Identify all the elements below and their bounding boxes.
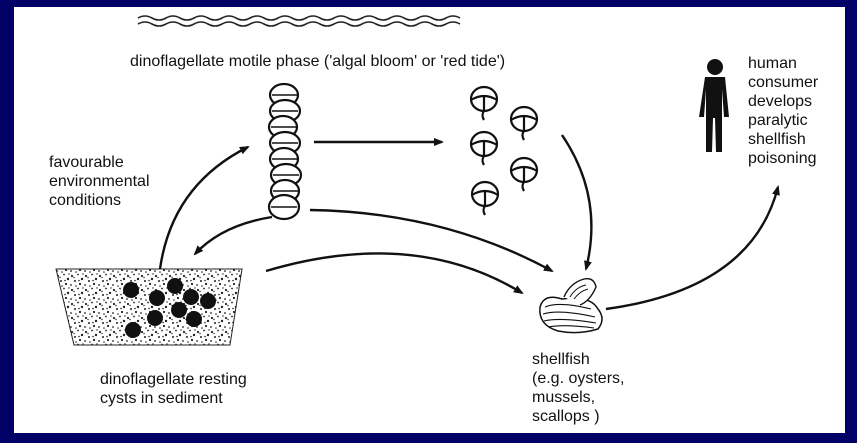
conditions-label: favourable environmental conditions <box>49 153 150 210</box>
arrow-chain-to-shellfish <box>310 210 552 271</box>
human-poisoning-label: human consumer develops paralytic shellf… <box>748 54 818 168</box>
dinoflagellate-cell-icon <box>511 107 537 140</box>
diagram-panel: dinoflagellate motile phase ('algal bloo… <box>14 7 845 433</box>
dinoflagellate-cell-icon <box>471 87 497 120</box>
dinoflagellate-chain-icon <box>269 84 301 219</box>
water-surface-icon <box>138 16 460 26</box>
shellfish-label: shellfish (e.g. oysters, mussels, scallo… <box>532 350 624 426</box>
dinoflagellate-cell-icon <box>471 132 497 165</box>
human-icon <box>699 59 729 152</box>
sediment-icon <box>56 269 242 345</box>
arrow-chain-to-cysts <box>195 217 272 254</box>
cysts-label: dinoflagellate resting cysts in sediment <box>100 370 247 408</box>
arrow-cysts-to-shellfish <box>266 253 522 293</box>
dinoflagellate-cell-icon <box>511 158 537 191</box>
arrow-cells-to-shellfish <box>562 135 591 269</box>
motile-phase-label: dinoflagellate motile phase ('algal bloo… <box>130 52 505 71</box>
arrow-shellfish-to-human <box>606 187 778 309</box>
dinoflagellate-cell-icon <box>472 182 498 215</box>
arrow-cysts-to-chain <box>160 147 248 269</box>
shellfish-icon <box>540 279 602 333</box>
